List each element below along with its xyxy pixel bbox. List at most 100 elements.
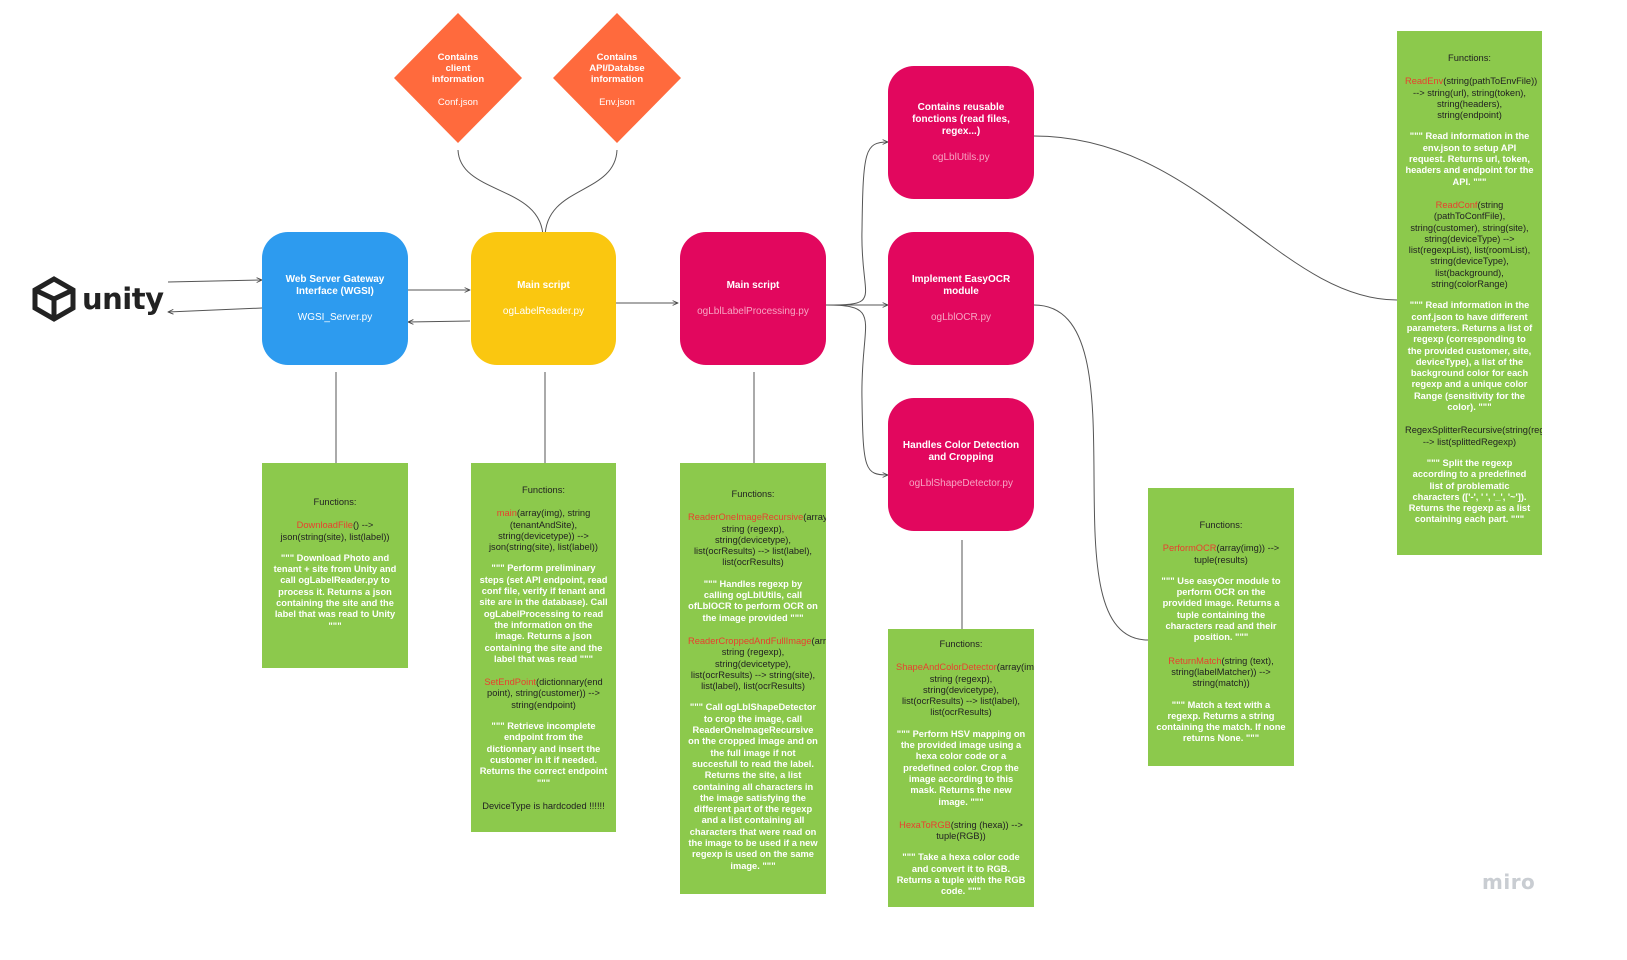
- unity-cube-icon: [32, 276, 76, 322]
- card-wgsi: Functions: DownloadFile() --> json(string…: [262, 463, 408, 668]
- function-signature: ReaderCroppedAndFullImage(array(img), st…: [688, 636, 826, 692]
- function-signature: PerformOCR(array(img)) --> tuple(results…: [1156, 543, 1286, 566]
- function-params: (array(img), string (regexp), string(dev…: [901, 662, 1034, 718]
- diamond-env[interactable]: Contains API/Databse information Env.jso…: [569, 52, 665, 108]
- function-name: ReaderOneImageRecursive: [688, 512, 804, 523]
- node-shape-title: Handles Color Detection and Cropping: [902, 439, 1020, 463]
- function-name: DownloadFile: [296, 520, 353, 531]
- miro-watermark: miro: [1482, 870, 1536, 894]
- connector-utils-to-card: [1033, 135, 1398, 301]
- function-signature: ReadEnv(string(pathToEnvFile)) --> strin…: [1405, 76, 1538, 121]
- card-title: Functions:: [1448, 53, 1491, 63]
- node-utils-file: ogLblUtils.py: [932, 151, 990, 163]
- connector-processing-to-shape: [825, 304, 888, 475]
- function-name: ShapeAndColorDetector: [896, 662, 997, 673]
- card-ocr: Functions: PerformOCR(array(img)) --> tup…: [1148, 488, 1294, 766]
- function-signature: main(array(img), string (tenantAndSite),…: [479, 508, 608, 553]
- function-description: """ Download Photo and tenant + site fro…: [273, 552, 397, 631]
- function-params: RegexSplitterRecursive(string(regexp) --…: [1405, 425, 1542, 447]
- unity-wordmark: unity: [82, 282, 164, 316]
- diamond-conf-line-3: information: [431, 74, 485, 85]
- node-utils-title: Contains reusable fonctions (read files,…: [912, 101, 1010, 137]
- diamond-conf-file: Conf.json: [437, 97, 479, 108]
- function-description: """ Call ogLblShapeDetector to crop the …: [688, 702, 818, 871]
- function-description: """ Match a text with a regexp. Returns …: [1156, 699, 1286, 744]
- node-wgsi-title: Web Server Gateway Interface (WGSI): [285, 273, 385, 297]
- connector-processing-to-utils: [825, 142, 888, 306]
- connector-reader-to-wgsi: [408, 321, 471, 322]
- function-signature: DownloadFile() --> json(string(site), li…: [270, 520, 400, 543]
- node-ocr-title: Implement EasyOCR module: [911, 273, 1011, 297]
- card-title: Functions:: [1199, 520, 1243, 530]
- card-title: Functions:: [522, 485, 565, 495]
- function-params: (array(img)) --> tuple(results): [1194, 543, 1280, 565]
- node-ocr-file: ogLblOCR.py: [930, 311, 992, 323]
- diamond-env-shape: [553, 13, 681, 143]
- connector-conf-to-reader: [457, 149, 544, 239]
- function-params: (array(img), string (regexp), string(dev…: [690, 635, 826, 692]
- function-params: (string (text), string(labelMatcher)) --…: [1171, 655, 1274, 689]
- function-description: """ Read information in the conf.json to…: [1406, 300, 1533, 413]
- diamond-conf-line-2: client: [445, 63, 471, 74]
- function-params: string: [300, 531, 324, 542]
- function-params: (label)): [360, 531, 390, 542]
- card-shape: Functions: ShapeAndColorDetector(array(im…: [888, 629, 1034, 907]
- function-description: """ Use easyOcr module to perform OCR on…: [1161, 575, 1281, 643]
- function-name: HexaToRGB: [899, 819, 951, 830]
- diamond-env-file: Env.json: [599, 97, 635, 108]
- diamond-conf[interactable]: Contains client information Conf.json: [410, 52, 506, 108]
- node-ocr[interactable]: Implement EasyOCR module ogLblOCR.py: [888, 232, 1034, 365]
- card-reader: Functions: main(array(img), string (tenan…: [471, 463, 616, 832]
- function-params: (string (pathToConfFile), string(custome…: [1408, 199, 1531, 290]
- function-signature: ReturnMatch(string (text), string(labelM…: [1156, 656, 1286, 690]
- node-wgsi-file: WGSI_Server.py: [297, 311, 373, 323]
- function-name: ReadConf: [1435, 199, 1478, 210]
- function-signature: HexaToRGB(string (hexa)) --> tuple(RGB)): [896, 820, 1026, 843]
- function-description: """ Perform HSV mapping on the provided …: [896, 728, 1026, 807]
- function-signature: ShapeAndColorDetector(array(img), string…: [896, 662, 1034, 718]
- diamond-env-line-2: API/Databse: [589, 63, 645, 74]
- card-title: Functions:: [731, 489, 775, 499]
- function-description: """ Handles regexp by calling ogLblUtils…: [688, 578, 818, 623]
- function-name: ReturnMatch: [1168, 655, 1222, 666]
- node-wgsi[interactable]: Web Server Gateway Interface (WGSI) WGSI…: [262, 232, 408, 365]
- node-processing-file: ogLblLabelProcessing.py: [697, 305, 809, 317]
- node-shape[interactable]: Handles Color Detection and Cropping ogL…: [888, 398, 1034, 531]
- node-reader-file: ogLabelReader.py: [502, 305, 585, 317]
- function-name: ReadEnv: [1405, 76, 1444, 87]
- connector-unity-to-wgsi: [167, 280, 262, 282]
- function-params: () --> json(: [280, 520, 374, 542]
- diamond-env-line-3: information: [590, 74, 644, 85]
- function-params: (dictionnary(end point), string(customer…: [487, 677, 603, 710]
- node-reader[interactable]: Main script ogLabelReader.py: [471, 232, 616, 365]
- function-signature: RegexSplitterRecursive(string(regexp) --…: [1405, 425, 1542, 448]
- function-params: (array(img), string (regexp), string(dev…: [693, 512, 826, 568]
- function-params: (array(img), string (tenantAndSite), str…: [488, 508, 598, 553]
- function-signature: ReadConf(string (pathToConfFile), string…: [1405, 200, 1534, 290]
- function-description: """ Take a hexa color code and convert i…: [896, 852, 1026, 897]
- function-params: (string(pathToEnvFile)) --> string(url),…: [1413, 76, 1538, 121]
- node-utils[interactable]: Contains reusable fonctions (read files,…: [888, 66, 1034, 199]
- card-title: Functions:: [939, 639, 983, 649]
- connector-ocr-to-card: [1033, 304, 1149, 641]
- function-signature: SetEndPoint(dictionnary(end point), stri…: [479, 677, 608, 711]
- function-signature: ReaderOneImageRecursive(array(img), stri…: [688, 512, 826, 568]
- function-description: """ Read information in the env.json to …: [1405, 131, 1534, 187]
- function-description: """ Retrieve incomplete endpoint from th…: [479, 721, 608, 788]
- node-processing-title: Main script: [726, 279, 780, 291]
- diamond-conf-line-1: Contains: [437, 52, 479, 63]
- function-name: SetEndPoint: [484, 677, 536, 688]
- node-shape-file: ogLblShapeDetector.py: [909, 477, 1013, 489]
- function-name: main: [496, 508, 517, 519]
- card-utils: Functions: ReadEnv(string(pathToEnvFile))…: [1397, 31, 1542, 555]
- node-processing[interactable]: Main script ogLblLabelProcessing.py: [680, 232, 826, 365]
- function-name: PerformOCR: [1162, 543, 1217, 554]
- function-params: (string (hexa)) --> tuple(RGB)): [936, 819, 1023, 842]
- card-processing: Functions:ReaderOneImageRecursive(array(…: [680, 463, 826, 894]
- unity-logo: unity: [32, 276, 164, 322]
- function-params: list: [349, 531, 361, 542]
- card-title: Functions:: [313, 497, 357, 507]
- function-description: """ Perform preliminary steps (set API e…: [479, 563, 608, 664]
- connector-env-to-reader: [544, 149, 618, 239]
